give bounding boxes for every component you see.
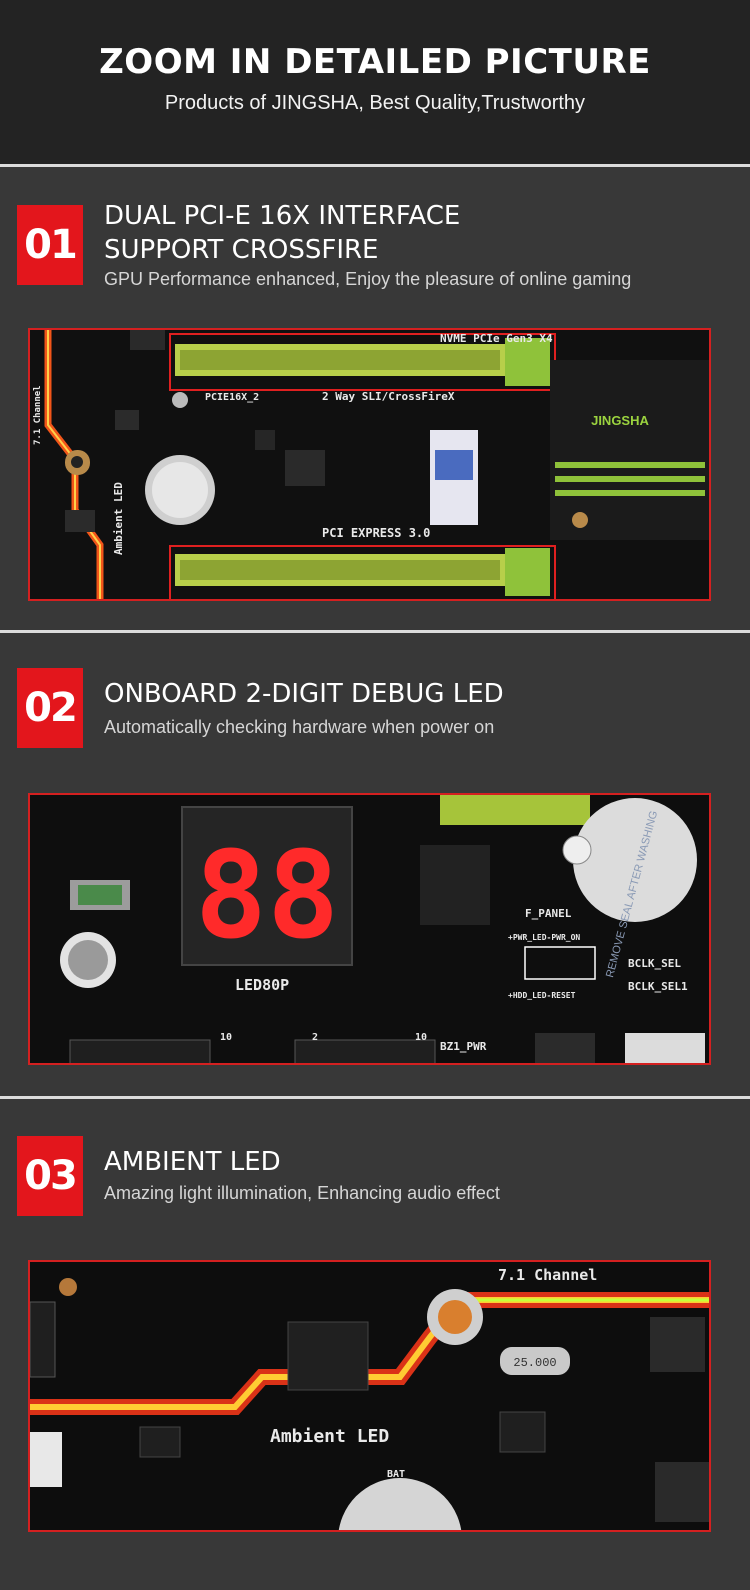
pin-10b-label: 10 bbox=[415, 1032, 427, 1043]
section-subtitle: Automatically checking hardware when pow… bbox=[104, 717, 495, 737]
divider bbox=[0, 1096, 750, 1099]
section-subtitle: Amazing light illumination, Enhancing au… bbox=[104, 1183, 500, 1203]
page-header: ZOOM IN DETAILED PICTURE Products of JIN… bbox=[0, 0, 750, 164]
f-panel-label: F_PANEL bbox=[525, 907, 572, 920]
page-title: ZOOM IN DETAILED PICTURE bbox=[99, 42, 651, 82]
section-ambient-led: 03 AMBIENT LED Amazing light illuminatio… bbox=[0, 1099, 750, 1590]
bat-label: BAT bbox=[387, 1469, 405, 1480]
section-title-line1: DUAL PCI-E 16X INTERFACE bbox=[104, 201, 461, 231]
bz-pwr-label: BZ1_PWR bbox=[440, 1040, 487, 1053]
sli-label: 2 Way SLI/CrossFireX bbox=[322, 390, 455, 403]
ambient-label: Ambient LED bbox=[270, 1426, 389, 1447]
section-debug-led: 02 ONBOARD 2-DIGIT DEBUG LED Automatical… bbox=[0, 633, 750, 1096]
section-number-badge: 03 bbox=[17, 1136, 83, 1216]
page-subtitle: Products of JINGSHA, Best Quality,Trustw… bbox=[164, 92, 586, 114]
bclk-sel-label: BCLK_SEL bbox=[628, 957, 681, 970]
section-subtitle: GPU Performance enhanced, Enjoy the plea… bbox=[104, 269, 632, 289]
section-number-badge: 01 bbox=[17, 205, 83, 285]
crystal-label: 25.000 bbox=[513, 1356, 556, 1370]
debug-led-digits: 88 bbox=[195, 827, 340, 966]
section-number-badge: 02 bbox=[17, 668, 83, 748]
channel-label: 7.1 Channel bbox=[498, 1266, 597, 1284]
divider bbox=[0, 164, 750, 167]
led-name-label: LED80P bbox=[235, 976, 289, 994]
nvme-label: NVME PCIe Gen3 X4 bbox=[440, 332, 553, 345]
ambient-label: Ambient LED bbox=[112, 482, 125, 555]
channel-label: 7.1 Channel bbox=[33, 385, 43, 445]
brand-logo-text: JINGSHA bbox=[591, 413, 649, 428]
debug-led-photo: 88 LED80P REMOVE SEAL AFTER WASHING F_PA… bbox=[28, 793, 711, 1065]
divider bbox=[0, 630, 750, 633]
pin-10-label: 10 bbox=[220, 1032, 232, 1043]
section-title-line2: SUPPORT CROSSFIRE bbox=[104, 235, 379, 265]
hdd-led-label: +HDD_LED-RESET bbox=[508, 991, 576, 1000]
section-title: AMBIENT LED bbox=[104, 1147, 281, 1177]
section-pcie: 01 DUAL PCI-E 16X INTERFACE SUPPORT CROS… bbox=[0, 167, 750, 630]
pwr-led-label: +PWR_LED-PWR_ON bbox=[508, 933, 580, 942]
section-title: ONBOARD 2-DIGIT DEBUG LED bbox=[104, 679, 504, 709]
pcie-slots-photo: 7.1 Channel Ambient LED NVME PCIe Gen3 X… bbox=[28, 328, 711, 601]
ambient-led-photo: 7.1 Channel Ambient LED 25.000 BAT bbox=[28, 1260, 711, 1532]
pin-2-label: 2 bbox=[312, 1032, 318, 1043]
pcie16x2-label: PCIE16X_2 bbox=[205, 392, 259, 403]
bclk-sel1-label: BCLK_SEL1 bbox=[628, 980, 688, 993]
pci-express-label: PCI EXPRESS 3.0 bbox=[322, 526, 430, 540]
